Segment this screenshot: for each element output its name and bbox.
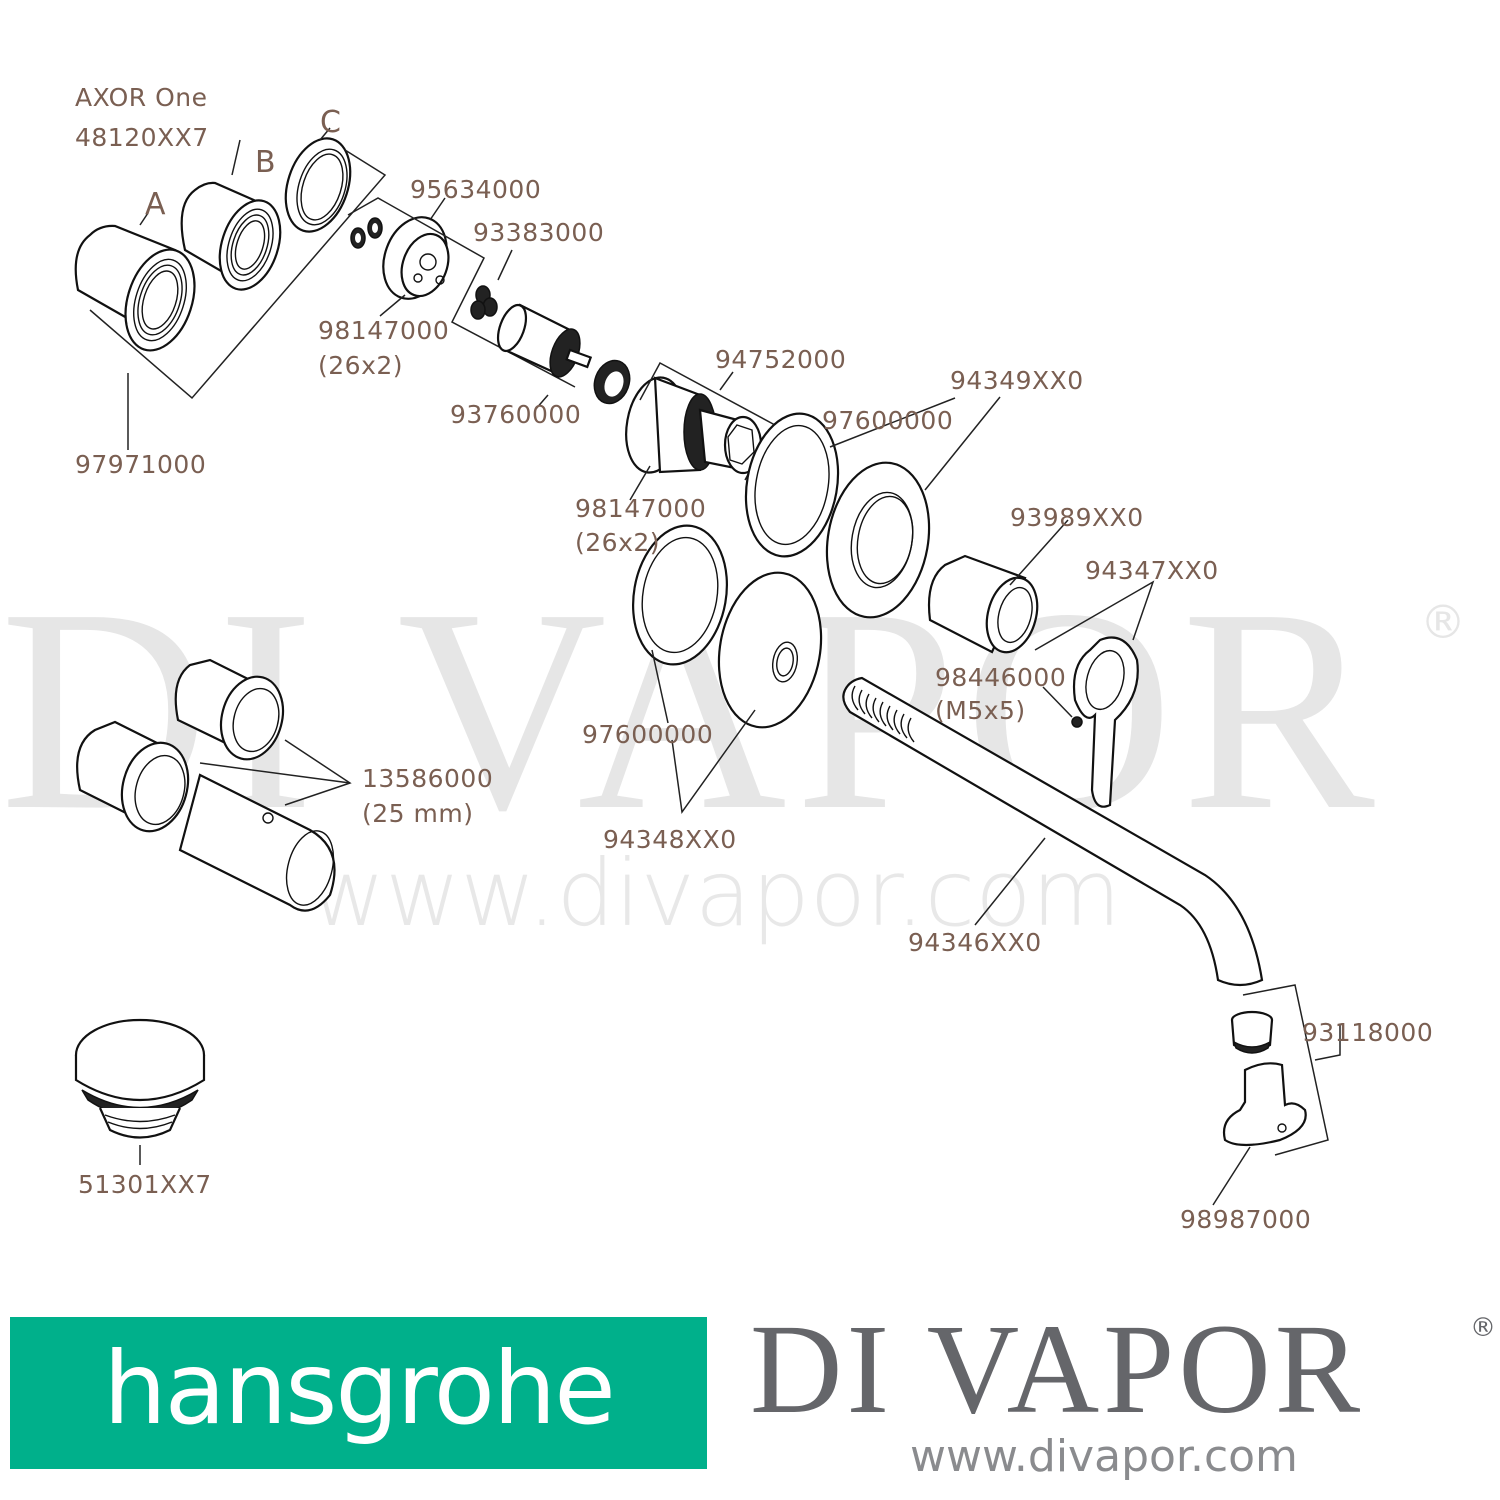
hansgrohe-logo: hansgrohe [10,1317,707,1469]
drain-plug-icon [74,1018,206,1139]
escutcheon-plate-icon [825,461,931,619]
part-label: 98147000 [575,494,707,523]
hansgrohe-logo-text: hansgrohe [103,1330,616,1447]
lever-handle-icon [1072,636,1139,808]
registered-mark: ® [1470,1313,1496,1343]
product-name: AXOR One [75,83,208,112]
product-code: 48120XX7 [75,123,209,152]
part-label: 13586000 [362,764,494,793]
part-label: 93118000 [1302,1018,1434,1047]
part-label: 94347XX0 [1085,556,1219,585]
escutcheon-ring-icon [631,524,729,666]
part-label: 97600000 [582,720,714,749]
part-label: 93760000 [450,400,582,429]
divapor-logo-text: DI VAPOR [750,1298,1365,1440]
sub-label-a: A [145,187,166,222]
part-note: (M5x5) [935,696,1026,725]
part-label: 98446000 [935,663,1067,692]
nut-icon [593,359,631,405]
part-label: 97971000 [75,450,207,479]
tool-upper-icon [174,658,285,761]
part-label: 98987000 [1180,1205,1312,1234]
part-label: 94348XX0 [603,825,737,854]
part-label: 94346XX0 [908,928,1042,957]
seals-icon [470,285,498,320]
divapor-url: www.divapor.com [910,1431,1298,1482]
divapor-logo: DI VAPOR ® www.divapor.com [750,1298,1496,1495]
part-label: 93383000 [473,218,605,247]
cartridge-icon [496,303,593,378]
part-label: 94349XX0 [950,366,1084,395]
part-label: 51301XX7 [78,1170,212,1199]
part-label: 98147000 [318,316,450,345]
part-label: 97600000 [822,406,954,435]
tool-lower-icon [76,720,336,912]
escutcheon-ring-icon [744,412,840,558]
sleeve-b-icon [180,181,282,291]
aerator-icon [1230,1010,1274,1054]
o-rings-icon [350,217,383,249]
sub-label-c: C [320,105,341,140]
cartridge-head-icon [382,216,450,300]
ring-c-icon [284,137,352,233]
part-label: 94752000 [715,345,847,374]
part-note: (25 mm) [362,799,474,828]
part-note: (26x2) [575,528,661,557]
valve-body-icon [625,376,763,475]
spout-icon [842,676,1264,987]
part-note: (26x2) [318,351,404,380]
handle-sleeve-icon [927,554,1039,654]
spout-plate-icon [717,571,823,729]
aerator-key-icon [1222,1062,1307,1147]
part-label: 95634000 [410,175,542,204]
sleeve-a-icon [74,224,196,352]
part-label: 93989XX0 [1010,503,1144,532]
sub-label-b: B [255,145,276,180]
